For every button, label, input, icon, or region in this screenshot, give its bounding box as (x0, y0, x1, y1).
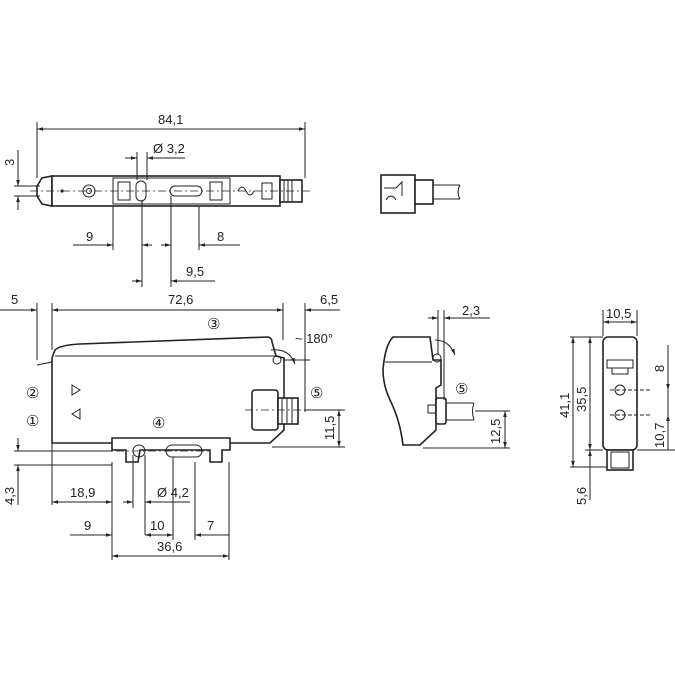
dim-5: 5 (11, 292, 18, 307)
dim-8-end: 8 (652, 365, 667, 372)
callout-5-front: ⑤ (455, 381, 468, 398)
dim-8: 8 (217, 229, 224, 244)
dim-hole-diameter: Ø 3,2 (153, 141, 185, 156)
dim-36-6: 36,6 (157, 539, 182, 554)
callout-4: ④ (152, 415, 165, 432)
dim-10-5: 10,5 (606, 306, 631, 321)
top-detail-view (380, 174, 461, 214)
dim-2-3: 2,3 (462, 303, 480, 318)
dim-5-6: 5,6 (574, 487, 589, 505)
dim-10: 10 (150, 518, 164, 533)
side-view: 5 72,6 6,5 ~ 180° ③ ② ① ④ ⑤ 11,5 4,3 (0, 292, 345, 560)
end-view: 10,5 41,1 35,5 5,6 8 10,7 (557, 306, 675, 505)
rotation-label: ~ 180° (295, 331, 333, 346)
top-view: 84,1 3 Ø 3,2 9 8 (2, 112, 310, 287)
dim-7: 7 (207, 518, 214, 533)
dim-41-1: 41,1 (557, 393, 572, 418)
callout-5: ⑤ (310, 385, 323, 402)
dim-10-7: 10,7 (652, 423, 667, 448)
dim-9-5: 9,5 (186, 264, 204, 279)
dim-9-bottom: 9 (84, 518, 91, 533)
dim-72-6: 72,6 (168, 292, 193, 307)
dim-9: 9 (86, 229, 93, 244)
callout-3: ③ (207, 316, 220, 333)
front-view: 2,3 ⑤ 12,5 (382, 303, 510, 449)
dim-18-9: 18,9 (70, 485, 95, 500)
callout-1: ① (26, 413, 39, 430)
callout-2: ② (26, 385, 39, 402)
dim-overall-length: 84,1 (158, 112, 183, 127)
dim-hole-diameter-4-2: Ø 4,2 (157, 485, 189, 500)
dim-11-5: 11,5 (322, 416, 337, 440)
dim-12-5: 12,5 (488, 419, 503, 444)
dim-6-5: 6,5 (320, 292, 338, 307)
dim-nozzle-height: 3 (2, 159, 17, 166)
dim-4-3: 4,3 (2, 487, 17, 505)
dim-35-5: 35,5 (574, 387, 589, 412)
